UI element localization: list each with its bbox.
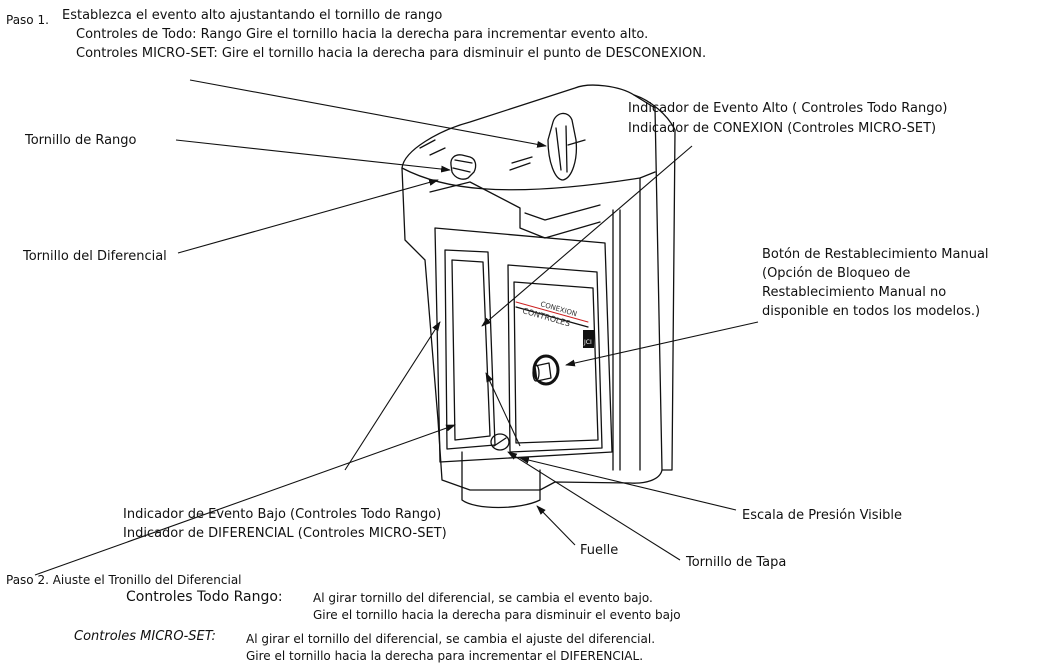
leader-step1 <box>189 79 547 148</box>
label-reset-1: Botón de Restablecimiento Manual <box>762 247 989 262</box>
cover-screw-graphic <box>490 433 510 451</box>
label-low-event-2: Indicador de DIFERENCIAL (Controles MICR… <box>123 526 447 541</box>
label-high-event-2: Indicador de CONEXION (Controles MICRO-S… <box>628 121 937 136</box>
step1-label: Paso 1. <box>6 13 49 27</box>
front-panel <box>434 227 613 463</box>
leader-scale <box>519 456 737 511</box>
leader-range-screw <box>175 139 451 173</box>
device-right-face <box>633 94 676 471</box>
high-event-knob <box>547 112 578 181</box>
label-reset-2: (Opción de Bloqueo de <box>762 266 911 281</box>
step2-all-range-2: Gire el tornillo hacia la derecha para d… <box>313 608 681 622</box>
device-top-edge <box>401 167 656 191</box>
label-scale: Escala de Presión Visible <box>742 508 903 523</box>
jci-badge-bg <box>583 330 594 348</box>
leader-reset <box>565 321 759 367</box>
label-range-screw: Tornillo de Rango <box>25 133 137 148</box>
step2-microset-1: Al girar el tornillo del diferencial, se… <box>246 632 656 646</box>
label-high-event-1: Indicador de Evento Alto ( Controles Tod… <box>628 101 948 116</box>
step2-microset-2: Gire el tornillo hacia la derecha para i… <box>246 649 644 663</box>
scale-window <box>507 264 603 453</box>
leader-differential-screw <box>177 179 439 254</box>
reset-button-graphic <box>532 354 560 386</box>
label-low-event-1: Indicador de Evento Bajo (Controles Todo… <box>123 507 442 522</box>
leader-low-event-1 <box>344 321 441 471</box>
step1-line2: Controles MICRO-SET: Gire el tornillo ha… <box>76 46 707 61</box>
label-reset-3: Restablecimiento Manual no <box>762 285 947 300</box>
range-screw-knob <box>450 154 477 180</box>
leader-low-event-2 <box>485 372 521 447</box>
step1-title: Establezca el evento alto ajustantando e… <box>62 8 443 23</box>
device-body <box>401 84 663 491</box>
leader-high-event <box>481 145 693 327</box>
label-cover-screw: Tornillo de Tapa <box>686 555 787 570</box>
device-badge: JCI <box>583 339 592 346</box>
label-differential-screw: Tornillo del Diferencial <box>23 249 167 264</box>
step1-line1: Controles de Todo: Rango Gire el tornill… <box>76 27 649 42</box>
step2-all-range-label: Controles Todo Rango: <box>126 589 283 605</box>
step2-all-range-1: Al girar tornillo del diferencial, se ca… <box>313 591 653 605</box>
leader-cover-screw <box>507 451 681 561</box>
label-reset-4: disponible en todos los modelos.) <box>762 304 981 319</box>
label-bellows: Fuelle <box>580 543 619 558</box>
step2-microset-label: Controles MICRO-SET: <box>74 629 216 644</box>
step2-title: Paso 2. Aiuste el Tronillo del Diferenci… <box>6 573 242 587</box>
bellows-graphic <box>461 451 541 509</box>
leader-bellows <box>536 505 576 546</box>
leader-step2 <box>34 424 456 576</box>
